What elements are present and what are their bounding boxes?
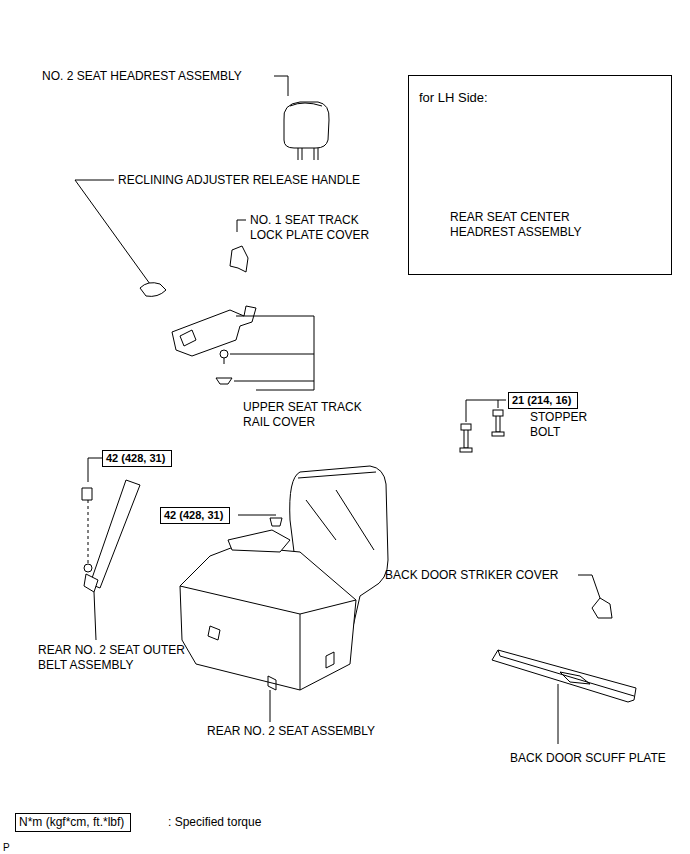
part-label: UPPER SEAT TRACK RAIL COVER bbox=[243, 400, 378, 430]
part-label: NO. 1 SEAT TRACK LOCK PLATE COVER bbox=[250, 213, 385, 243]
torque-value: 42 (428, 31) bbox=[106, 452, 165, 464]
part-label: REAR SEAT CENTER HEADREST ASSEMBLY bbox=[450, 210, 600, 240]
torque-box: 42 (428, 31) bbox=[160, 507, 230, 524]
leader-line bbox=[75, 180, 150, 284]
variant-box: for LH Side: REAR SEAT CENTER HEADREST AS… bbox=[408, 75, 672, 275]
part-label: BACK DOOR SCUFF PLATE bbox=[510, 751, 666, 766]
torque-value: 21 (214, 16) bbox=[512, 394, 571, 406]
torque-value: N*m (kgf*cm, ft.*lbf) bbox=[19, 815, 124, 829]
striker-cover-figure bbox=[592, 598, 612, 618]
leader-line bbox=[578, 575, 600, 598]
headrest-figure bbox=[284, 102, 329, 160]
lock-plate-cover-figure bbox=[230, 246, 248, 272]
scuff-plate-figure bbox=[492, 650, 636, 744]
leader-line bbox=[274, 76, 288, 96]
rail-cover-figure bbox=[172, 306, 314, 390]
variant-heading: for LH Side: bbox=[419, 90, 488, 105]
torque-box: 21 (214, 16) bbox=[508, 392, 578, 409]
torque-legend-box: N*m (kgf*cm, ft.*lbf) bbox=[15, 813, 131, 832]
part-label: BACK DOOR STRIKER COVER bbox=[385, 568, 558, 583]
torque-box: 42 (428, 31) bbox=[102, 450, 172, 467]
part-label: REAR NO. 2 SEAT ASSEMBLY bbox=[207, 724, 375, 739]
handle-figure bbox=[140, 283, 166, 297]
figure-code: P bbox=[3, 840, 10, 854]
seat-belt-figure bbox=[82, 458, 140, 640]
torque-value: 42 (428, 31) bbox=[164, 509, 223, 521]
part-label: REAR NO. 2 SEAT OUTER BELT ASSEMBLY bbox=[38, 643, 216, 673]
part-label: RECLINING ADJUSTER RELEASE HANDLE bbox=[118, 173, 360, 188]
stopper-bolt-figure bbox=[460, 400, 506, 452]
legend-note: : Specified torque bbox=[168, 815, 261, 830]
part-label: STOPPER BOLT bbox=[530, 410, 596, 440]
leader-line bbox=[237, 220, 246, 232]
seat-figure bbox=[180, 466, 388, 722]
part-label: NO. 2 SEAT HEADREST ASSEMBLY bbox=[42, 69, 242, 84]
